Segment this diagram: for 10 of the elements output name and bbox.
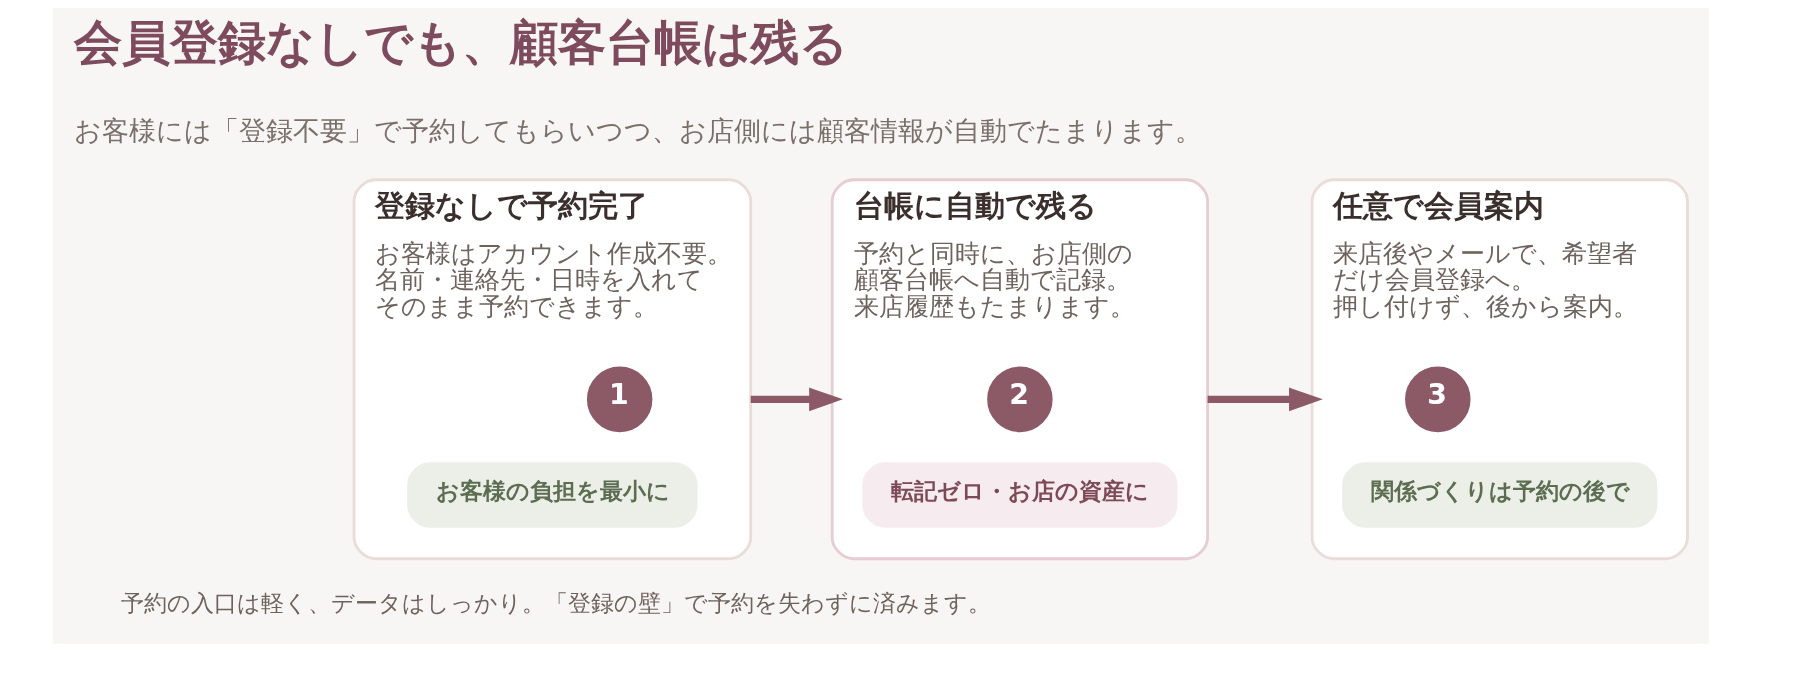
caption: 予約の入口は軽く、データはしっかり。「登録の壁」で予約を失わずに済みます。 (121, 589, 992, 616)
arrow (1207, 387, 1323, 412)
label: お客様には「登録不要」で予約してもらいつつ、お店側には顧客情報が自動でたまります。 (74, 114, 1203, 146)
diagram-title: 会員登録なしでも、顧客台帳は残る (74, 13, 849, 70)
node-circle: 1 (586, 366, 653, 433)
node-circle: 2 (987, 366, 1053, 433)
arrow (750, 387, 843, 412)
node-circle: 3 (1405, 366, 1471, 433)
node-box: お客様の負担を最小に (407, 462, 698, 528)
node-box: 関係づくりは予約の後で (1342, 462, 1658, 528)
